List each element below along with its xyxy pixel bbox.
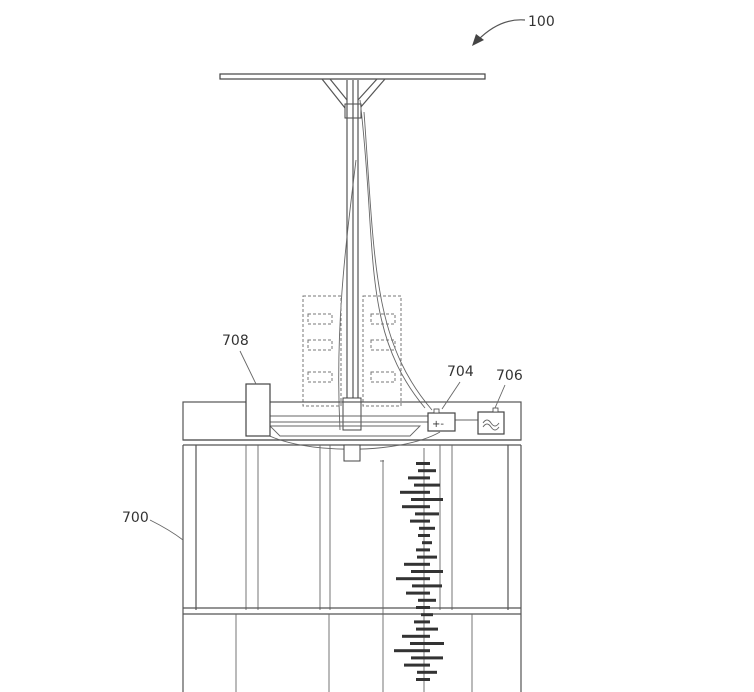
fin-bar [417, 670, 437, 674]
strut-right [359, 78, 386, 109]
inverter-706: 706 [477, 368, 523, 435]
fin-bar [396, 577, 430, 581]
fin-bar [410, 519, 430, 523]
mast [342, 80, 362, 431]
fin-bar [414, 483, 440, 487]
cables [338, 99, 433, 431]
fin-bar [408, 476, 430, 480]
mast-base [342, 397, 362, 431]
battery-terminal [433, 408, 440, 414]
solar-panel [219, 73, 486, 119]
fin-bar [412, 584, 442, 588]
controller-box [245, 383, 271, 437]
leader-708 [239, 350, 257, 385]
fin-bar [402, 505, 430, 509]
label-706: 706 [496, 368, 523, 384]
heat-exchanger-fins [394, 462, 444, 681]
battery-box [427, 412, 456, 432]
top-chamber [182, 401, 522, 450]
fin-bar [416, 606, 430, 609]
ac-wave-icon [482, 419, 500, 427]
label-708: 708 [222, 333, 249, 349]
fin-bar [415, 512, 439, 516]
structure-700: 700 [122, 444, 522, 692]
panel-plate [219, 73, 486, 80]
fin-bar [414, 620, 430, 624]
label-700: 700 [122, 510, 149, 526]
label-704: 704 [447, 364, 474, 380]
controller-708: 708 [222, 333, 271, 437]
fin-bar [416, 678, 430, 681]
battery-704: +- 704 [427, 364, 474, 432]
fin-bar [418, 598, 436, 602]
leader-706 [494, 384, 506, 409]
strut-left-inner [329, 78, 348, 101]
fin-bar [402, 634, 430, 638]
fin-bar [404, 562, 430, 566]
fin-bar [417, 555, 437, 559]
fin-bar [416, 548, 430, 552]
label-100-group: 100 [472, 14, 555, 46]
leader-704 [441, 381, 461, 410]
fin-bar [411, 570, 443, 573]
fin-bar [422, 541, 432, 545]
fin-bar [410, 642, 444, 645]
fin-bar [418, 469, 436, 473]
fin-bar [394, 649, 430, 653]
fin-bar [400, 490, 430, 494]
dashed-modules [302, 295, 402, 407]
fin-bar [419, 526, 435, 530]
fin-bar [421, 613, 433, 617]
arrowhead-100 [472, 34, 484, 46]
inverter-terminal [492, 407, 499, 413]
label-100: 100 [528, 14, 555, 30]
fin-bar [418, 534, 430, 537]
leader-700 [149, 519, 184, 541]
junction-box [343, 444, 361, 462]
strut-right-inner [357, 78, 378, 101]
battery-symbol: +- [432, 419, 444, 430]
fin-bar [416, 462, 430, 465]
leader-100-arrow [477, 19, 526, 41]
fin-bar [411, 656, 443, 660]
fin-bar [404, 663, 430, 667]
strut-left [321, 78, 346, 109]
fin-bar [416, 627, 438, 631]
fin-bar [406, 591, 430, 595]
fin-bar [411, 498, 443, 501]
